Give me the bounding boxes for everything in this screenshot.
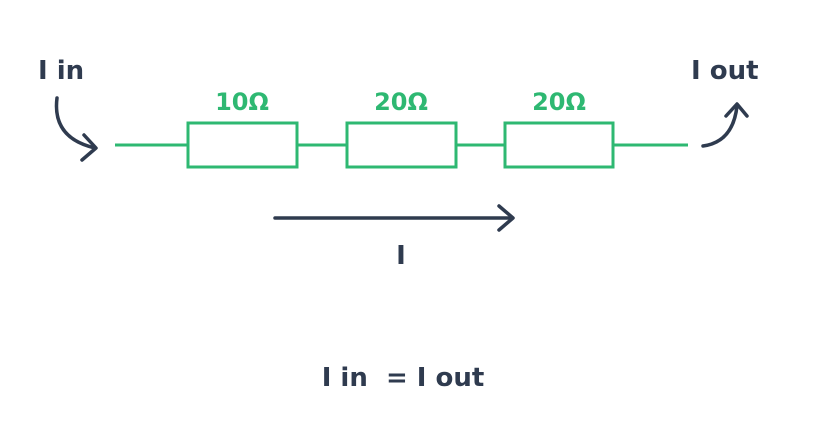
current-out-label: I out	[691, 56, 759, 86]
resistor-1	[186, 121, 299, 169]
resistor-3	[503, 121, 615, 169]
current-in-arrow-icon	[54, 96, 98, 162]
resistor-3-label: 20Ω	[532, 88, 586, 116]
current-label: I	[396, 241, 406, 271]
resistors	[186, 121, 615, 169]
current-direction-arrow-icon	[273, 204, 515, 232]
resistor-2	[345, 121, 458, 169]
resistor-labels: 10Ω 20Ω 20Ω	[215, 88, 586, 116]
current-out-arrow-icon	[701, 102, 749, 148]
current-in-label: I in	[38, 56, 84, 86]
resistor-1-label: 10Ω	[215, 88, 269, 116]
current-equation: I in = I out	[322, 363, 485, 393]
resistor-2-label: 20Ω	[374, 88, 428, 116]
